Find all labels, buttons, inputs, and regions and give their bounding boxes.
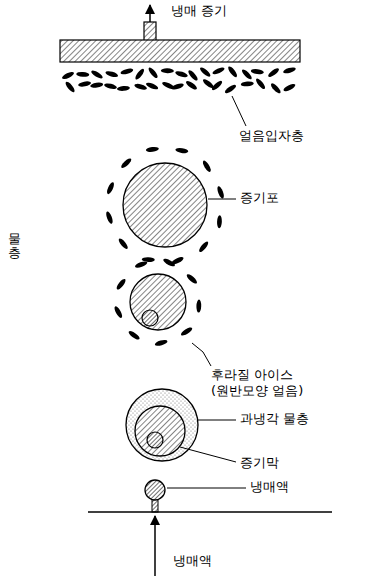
leader-line bbox=[198, 420, 236, 421]
ice-particle bbox=[142, 257, 155, 262]
vapor-label: 냉매 증기 bbox=[170, 3, 228, 19]
ice-particle bbox=[185, 273, 198, 285]
bubble-label: 증기포 bbox=[239, 190, 280, 206]
ice-particle bbox=[113, 305, 124, 319]
supercooled-label: 과냉각 물층 bbox=[239, 411, 310, 427]
ice-particle bbox=[187, 69, 199, 82]
nozzle-plate bbox=[88, 511, 332, 513]
ice-particle bbox=[171, 82, 185, 91]
ice-particle bbox=[196, 300, 201, 313]
liquid-label: 냉매액 bbox=[172, 553, 213, 569]
water-layer-label: 물층 bbox=[8, 232, 21, 261]
inner-bubble bbox=[147, 432, 163, 448]
ice-particle bbox=[106, 181, 116, 195]
ice-particle bbox=[185, 80, 198, 91]
ice-particle bbox=[267, 67, 280, 79]
inner-bubble bbox=[142, 310, 158, 326]
ice-particle bbox=[270, 82, 282, 95]
ice-particle bbox=[117, 237, 129, 250]
liquid-arrow bbox=[154, 516, 156, 576]
ice-particle bbox=[198, 240, 210, 253]
ice-particle bbox=[90, 69, 104, 80]
droplet bbox=[145, 480, 165, 500]
ice-particle bbox=[134, 83, 148, 91]
ice-particle bbox=[216, 185, 225, 199]
ice-particle bbox=[199, 66, 212, 78]
ice-particle bbox=[105, 70, 119, 78]
ice-particle bbox=[117, 85, 130, 91]
ice-particle bbox=[147, 66, 159, 79]
ice-particle bbox=[201, 159, 212, 173]
ice-particle bbox=[76, 72, 89, 78]
top-plate bbox=[60, 40, 300, 62]
ice-particle bbox=[127, 330, 140, 341]
supercooled-layer bbox=[126, 389, 198, 461]
vapor-film-label: 증기막 bbox=[239, 455, 280, 471]
ice-particle bbox=[251, 68, 265, 74]
leader-line bbox=[208, 199, 236, 200]
ice-particle bbox=[61, 71, 75, 81]
liquid-label: 냉매액 bbox=[249, 479, 290, 495]
vapor-pipe bbox=[144, 22, 156, 42]
ice-particle bbox=[255, 77, 267, 90]
ice-particles bbox=[61, 65, 296, 347]
ice-particle bbox=[105, 211, 114, 225]
ice-particle bbox=[145, 81, 159, 90]
ice-particle bbox=[217, 215, 222, 228]
ice-particle bbox=[175, 147, 189, 154]
ice-particle bbox=[180, 326, 194, 337]
ice-particle bbox=[241, 81, 254, 87]
ice-particle bbox=[104, 82, 118, 90]
ice-particle bbox=[212, 66, 226, 76]
bubble bbox=[130, 274, 186, 330]
leader-line bbox=[180, 447, 236, 462]
ice-particle bbox=[120, 67, 134, 75]
ice-layer-label: 얼음입자층 bbox=[238, 128, 305, 144]
ice-particle bbox=[64, 80, 76, 93]
ice-particle bbox=[78, 80, 92, 87]
leader-line bbox=[167, 488, 246, 489]
ice-particle bbox=[134, 68, 146, 81]
ice-particle bbox=[161, 68, 174, 73]
vapor-arrow bbox=[149, 5, 151, 24]
ice-particle bbox=[90, 82, 104, 89]
ice-particle bbox=[162, 257, 176, 267]
ice-particle bbox=[146, 146, 159, 152]
ice-particle bbox=[120, 157, 133, 169]
frazil-ice-label: 후라질 아이스 (원반모양 얼음) bbox=[210, 367, 322, 400]
ice-particle bbox=[211, 79, 224, 91]
ice-particle bbox=[154, 339, 168, 347]
leader-line bbox=[192, 343, 211, 366]
vapor-film bbox=[135, 406, 185, 456]
ice-particle bbox=[283, 82, 297, 92]
ice-particle bbox=[115, 278, 127, 291]
ice-particle bbox=[283, 66, 297, 74]
leader-line bbox=[232, 96, 246, 126]
vapor-bubble bbox=[123, 163, 207, 247]
ice-particle bbox=[224, 83, 237, 94]
ice-particle bbox=[227, 65, 239, 78]
ice-particle bbox=[134, 260, 148, 269]
ice-particle bbox=[175, 70, 189, 78]
ice-particle bbox=[241, 68, 254, 81]
